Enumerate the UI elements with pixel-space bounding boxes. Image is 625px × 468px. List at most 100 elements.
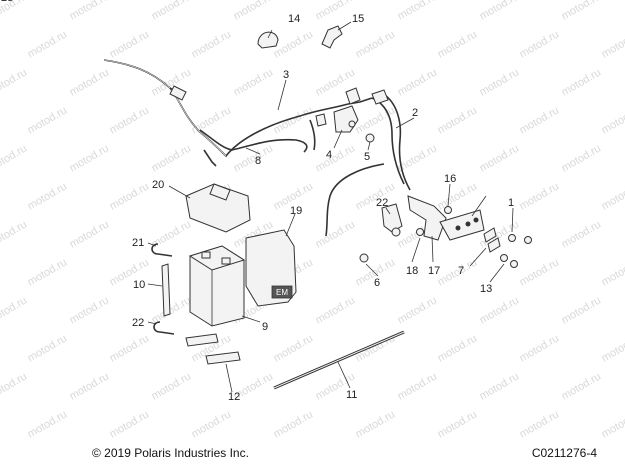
watermark-layer: motod.ru motod.ru motod.ru motod.ru motod.ru… [0, 0, 625, 441]
watermark-text: motod.ru [478, 142, 522, 174]
figure-code: C0211276-4 [531, 446, 597, 460]
watermark-text: motod.ru [272, 408, 316, 440]
watermark-text: motod.ru [436, 28, 480, 60]
watermark-text: motod.ru [190, 28, 234, 60]
callout-8: 8 [255, 155, 261, 167]
watermark-text: motod.ru [0, 370, 29, 402]
watermark-text: motod.ru [0, 66, 29, 98]
part-20-battery-box: EM [245, 229, 297, 307]
watermark-text: motod.ru [354, 28, 398, 60]
part-13-pads [185, 333, 241, 365]
part-2-bolt [508, 234, 532, 244]
watermark-text: motod.ru [108, 332, 152, 364]
watermark-text: motod.ru [518, 256, 562, 288]
part-22-hook-top [151, 243, 173, 257]
part-23-solenoid [381, 203, 403, 237]
watermark-text: motod.ru [26, 104, 70, 136]
callout-15: 15 [352, 13, 364, 25]
callout-11: 11 [346, 389, 357, 401]
part-21-battery-cover [185, 183, 251, 233]
callout-17: 17 [428, 265, 440, 277]
watermark-text: motod.ru [26, 256, 70, 288]
leader-lines [147, 21, 514, 393]
watermark-text: motod.ru [68, 218, 112, 250]
callout-10: 10 [133, 279, 145, 291]
watermark-text: motod.ru [396, 66, 440, 98]
watermark-text: motod.ru [518, 180, 562, 212]
callout-1: 1 [508, 197, 514, 209]
callout-4: 4 [326, 149, 332, 161]
callout-19: 19 [290, 205, 302, 217]
callout-23: 23 [1, 0, 13, 4]
watermark-text: motod.ru [436, 332, 480, 364]
watermark-text: motod.ru [68, 370, 112, 402]
watermark-text: motod.ru [68, 294, 112, 326]
part-19-nut [416, 228, 424, 236]
watermark-text: motod.ru [190, 408, 234, 440]
watermark-text: motod.ru [560, 0, 604, 23]
watermark-text: motod.ru [0, 142, 29, 174]
watermark-text: motod.ru [478, 0, 522, 23]
watermark-text: motod.ru [150, 0, 194, 23]
watermark-text: motod.ru [436, 180, 480, 212]
callout-12: 12 [228, 391, 240, 403]
watermark-text: motod.ru [560, 142, 604, 174]
callout-3: 3 [283, 69, 289, 81]
watermark-text: motod.ru [560, 66, 604, 98]
watermark-text: motod.ru [26, 180, 70, 212]
part-10-battery [188, 245, 246, 327]
watermark-text: motod.ru [436, 408, 480, 440]
watermark-text: motod.ru [478, 294, 522, 326]
watermark-text: motod.ru [354, 408, 398, 440]
watermark-text: motod.ru [478, 66, 522, 98]
part-16-clip [321, 25, 343, 49]
part-3-cable [325, 89, 411, 237]
watermark-text: motod.ru [26, 28, 70, 60]
part-12-rod [273, 330, 405, 390]
watermark-text: motod.ru [232, 66, 276, 98]
watermark-text: motod.ru [600, 28, 625, 60]
callout-18: 18 [406, 265, 418, 277]
watermark-text: motod.ru [272, 332, 316, 364]
watermark-text: motod.ru [232, 0, 276, 23]
callout-6: 6 [374, 277, 380, 289]
watermark-text: motod.ru [518, 28, 562, 60]
callout-21: 21 [132, 237, 144, 249]
watermark-text: motod.ru [150, 142, 194, 174]
watermark-text: motod.ru [150, 370, 194, 402]
watermark-text: motod.ru [600, 256, 625, 288]
callout-5: 5 [364, 151, 370, 163]
part-4-wire-harness [103, 59, 373, 158]
part-18-bracket [407, 195, 485, 241]
watermark-text: motod.ru [150, 294, 194, 326]
em-badge: EM [276, 288, 288, 297]
part-15-clip [257, 31, 279, 49]
part-6-bolt [365, 133, 375, 143]
callout-22-bottom: 22 [376, 197, 388, 209]
watermark-text: motod.ru [314, 0, 358, 23]
watermark-text: motod.ru [232, 142, 276, 174]
watermark-text: motod.ru [68, 142, 112, 174]
watermark-text: motod.ru [396, 294, 440, 326]
watermark-text: motod.ru [600, 180, 625, 212]
watermark-text: motod.ru [560, 294, 604, 326]
watermark-text: motod.ru [0, 218, 29, 250]
callout-2: 2 [412, 107, 418, 119]
watermark-text: motod.ru [68, 0, 112, 23]
watermark-text: motod.ru [396, 370, 440, 402]
watermark-text: motod.ru [108, 104, 152, 136]
callout-20: 20 [152, 179, 164, 191]
watermark-text: motod.ru [314, 142, 358, 174]
watermark-text: motod.ru [436, 104, 480, 136]
part-7-nut [359, 253, 369, 263]
watermark-text: motod.ru [600, 408, 625, 440]
part-5-connector [333, 87, 361, 133]
watermark-text: motod.ru [518, 104, 562, 136]
watermark-text: motod.ru [560, 218, 604, 250]
part-8-fuse [483, 227, 501, 253]
watermark-text: motod.ru [26, 332, 70, 364]
callout-22-top: 22 [132, 317, 144, 329]
watermark-text: motod.ru [68, 66, 112, 98]
watermark-text: motod.ru [560, 370, 604, 402]
